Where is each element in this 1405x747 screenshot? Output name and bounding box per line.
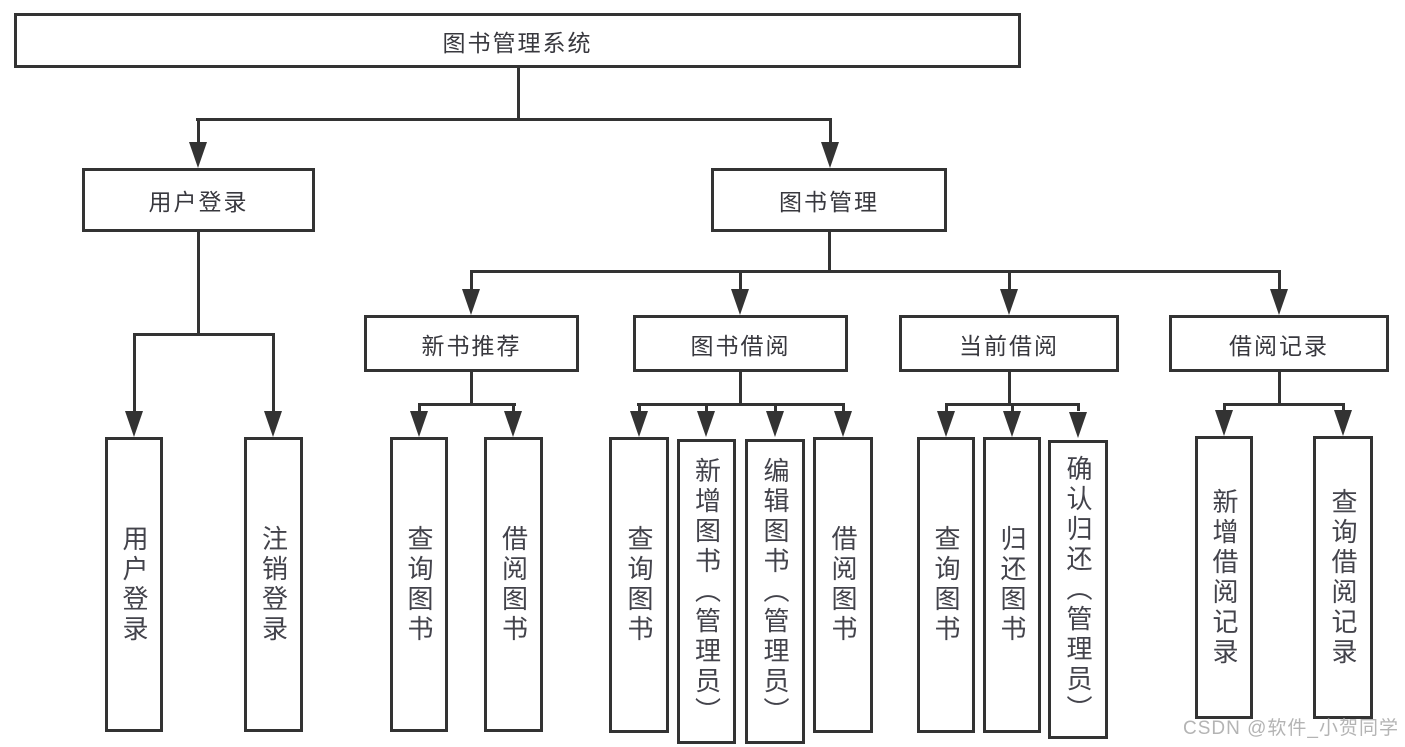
arrow-down-icon	[1003, 411, 1021, 437]
leaf-user-login-label: 用户登录	[119, 524, 149, 645]
connector-line	[1011, 403, 1014, 411]
leaf-recommend-borrow-books-label: 借阅图书	[498, 524, 529, 645]
leaf-current-return-books-label: 归还图书	[997, 525, 1027, 645]
arrow-down-icon	[697, 411, 715, 437]
connector-line	[196, 118, 832, 121]
leaf-logout: 注销登录	[244, 437, 303, 732]
connector-line	[638, 403, 641, 411]
connector-line	[1223, 403, 1226, 411]
connector-line	[739, 372, 742, 405]
node-book-borrow: 图书借阅	[633, 315, 848, 372]
node-current-borrow-label: 当前借阅	[959, 332, 1059, 359]
connector-line	[1223, 403, 1344, 406]
leaf-current-confirm-return-admin: 确认归还（管理员）	[1048, 440, 1108, 739]
connector-line	[272, 333, 275, 411]
arrow-down-icon	[1000, 289, 1018, 315]
connector-line	[418, 403, 516, 406]
node-current-borrow: 当前借阅	[899, 315, 1119, 372]
connector-line	[512, 403, 515, 411]
arrow-down-icon	[189, 142, 207, 168]
leaf-current-confirm-return-admin-label: 确认归还（管理员）	[1063, 454, 1093, 725]
arrow-down-icon	[410, 411, 428, 437]
connector-line	[739, 270, 742, 289]
arrow-down-icon	[821, 142, 839, 168]
node-new-book-recommend-label: 新书推荐	[421, 332, 522, 359]
arrow-down-icon	[630, 411, 648, 437]
connector-line	[1278, 270, 1281, 289]
leaf-borrow-query-books-label: 查询图书	[624, 525, 654, 645]
leaf-current-query-books: 查询图书	[917, 437, 975, 733]
arrow-down-icon	[766, 411, 784, 437]
leaf-borrow-edit-books-admin-label: 编辑图书（管理员）	[760, 456, 790, 727]
connector-line	[197, 232, 200, 336]
connector-line	[774, 403, 777, 411]
connector-line	[1008, 372, 1011, 405]
arrow-down-icon	[1270, 289, 1288, 315]
leaf-borrow-query-books: 查询图书	[609, 437, 669, 733]
node-new-book-recommend: 新书推荐	[364, 315, 579, 372]
arrow-down-icon	[731, 289, 749, 315]
leaf-borrow-add-books-admin: 新增图书（管理员）	[677, 439, 736, 744]
connector-line	[705, 403, 708, 411]
node-book-management: 图书管理	[711, 168, 947, 232]
node-root-label: 图书管理系统	[442, 29, 593, 56]
leaf-borrow-add-books-admin-label: 新增图书（管理员）	[691, 456, 722, 727]
connector-line	[470, 270, 473, 289]
leaf-record-query-borrow-record-label: 查询借阅记录	[1328, 487, 1358, 668]
connector-line	[637, 403, 844, 406]
node-borrow-record: 借阅记录	[1169, 315, 1389, 372]
connector-line	[1008, 270, 1011, 289]
connector-line	[1278, 372, 1281, 405]
connector-line	[828, 232, 831, 272]
node-user-login-label: 用户登录	[148, 189, 249, 215]
leaf-borrow-borrow-books: 借阅图书	[813, 437, 873, 733]
node-book-management-label: 图书管理	[779, 189, 879, 215]
node-borrow-record-label: 借阅记录	[1229, 332, 1329, 359]
node-user-login: 用户登录	[82, 168, 315, 232]
connector-line	[829, 118, 832, 142]
connector-line	[842, 403, 845, 411]
arrow-down-icon	[1069, 412, 1087, 438]
connector-line	[945, 403, 948, 411]
leaf-recommend-query-books-label: 查询图书	[404, 524, 434, 645]
leaf-borrow-borrow-books-label: 借阅图书	[828, 525, 858, 645]
leaf-recommend-borrow-books: 借阅图书	[484, 437, 543, 732]
leaf-borrow-edit-books-admin: 编辑图书（管理员）	[745, 439, 805, 744]
leaf-current-return-books: 归还图书	[983, 437, 1041, 733]
connector-line	[517, 68, 520, 118]
csdn-watermark: CSDN @软件_小贺同学	[1183, 718, 1399, 739]
arrow-down-icon	[1215, 410, 1233, 436]
connector-line	[1342, 403, 1345, 411]
leaf-recommend-query-books: 查询图书	[390, 437, 448, 732]
connector-line	[470, 270, 1281, 273]
leaf-user-login: 用户登录	[105, 437, 163, 732]
connector-line	[418, 403, 421, 411]
connector-line	[1077, 403, 1080, 411]
arrow-down-icon	[462, 289, 480, 315]
connector-line	[470, 372, 473, 405]
leaf-record-add-borrow-record: 新增借阅记录	[1195, 436, 1253, 719]
connector-line	[133, 333, 136, 411]
arrow-down-icon	[937, 411, 955, 437]
arrow-down-icon	[504, 411, 522, 437]
connector-line	[133, 333, 275, 336]
arrow-down-icon	[125, 411, 143, 437]
node-root: 图书管理系统	[14, 13, 1021, 68]
arrow-down-icon	[1334, 410, 1352, 436]
arrow-down-icon	[834, 411, 852, 437]
leaf-current-query-books-label: 查询图书	[931, 525, 961, 645]
node-book-borrow-label: 图书借阅	[690, 332, 791, 359]
leaf-record-query-borrow-record: 查询借阅记录	[1313, 436, 1373, 719]
connector-line	[197, 118, 200, 142]
leaf-logout-label: 注销登录	[258, 524, 289, 645]
leaf-record-add-borrow-record-label: 新增借阅记录	[1209, 487, 1239, 668]
arrow-down-icon	[264, 411, 282, 437]
